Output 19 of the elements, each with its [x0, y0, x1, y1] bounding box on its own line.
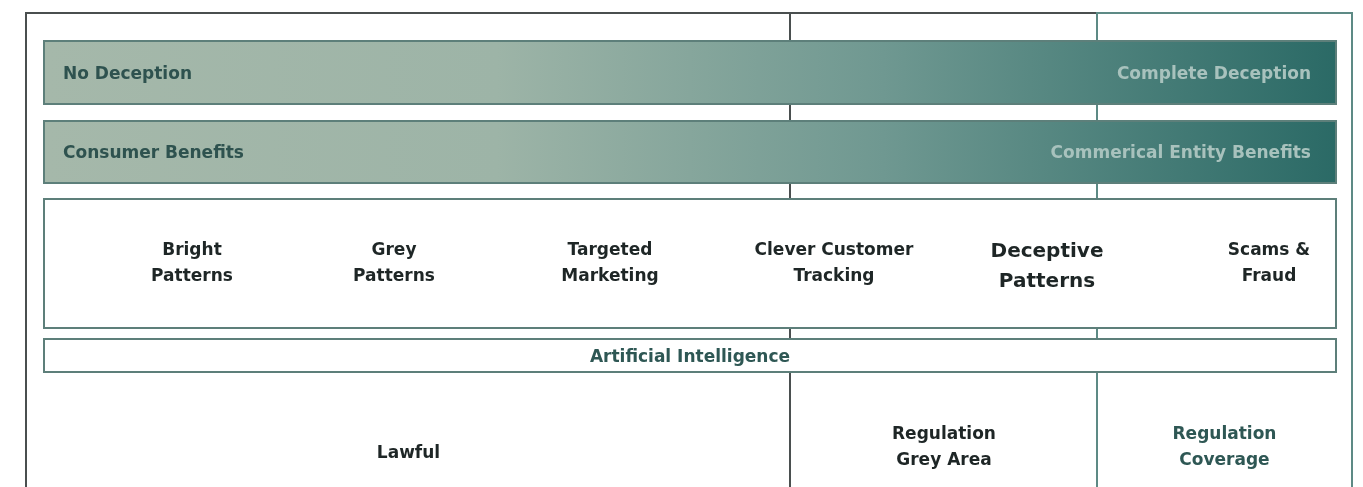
- column-label: Regulation Coverage: [1171, 422, 1278, 471]
- category-label: Deceptive Patterns: [989, 237, 1105, 294]
- category-box: [43, 198, 1337, 329]
- gradient-band: [43, 40, 1337, 105]
- category-label: Targeted Marketing: [560, 238, 660, 287]
- category-label: Bright Patterns: [150, 238, 234, 287]
- band-end-label: Commerical Entity Benefits: [1050, 142, 1311, 162]
- category-label: Clever Customer Tracking: [753, 238, 915, 287]
- column-panel: [1096, 373, 1353, 487]
- category-label: Scams & Fraud: [1226, 238, 1312, 287]
- band-label: Artificial Intelligence: [588, 345, 792, 366]
- column-label: Regulation Grey Area: [891, 422, 997, 471]
- band-end-label: Complete Deception: [1116, 62, 1311, 83]
- band-label: No Deception: [63, 62, 192, 83]
- column-label: Lawful: [375, 441, 442, 464]
- gradient-band: [43, 120, 1337, 184]
- technology-band: [43, 338, 1337, 373]
- category-label: Grey Patterns: [352, 238, 436, 287]
- band-label: Consumer Benefits: [63, 142, 244, 162]
